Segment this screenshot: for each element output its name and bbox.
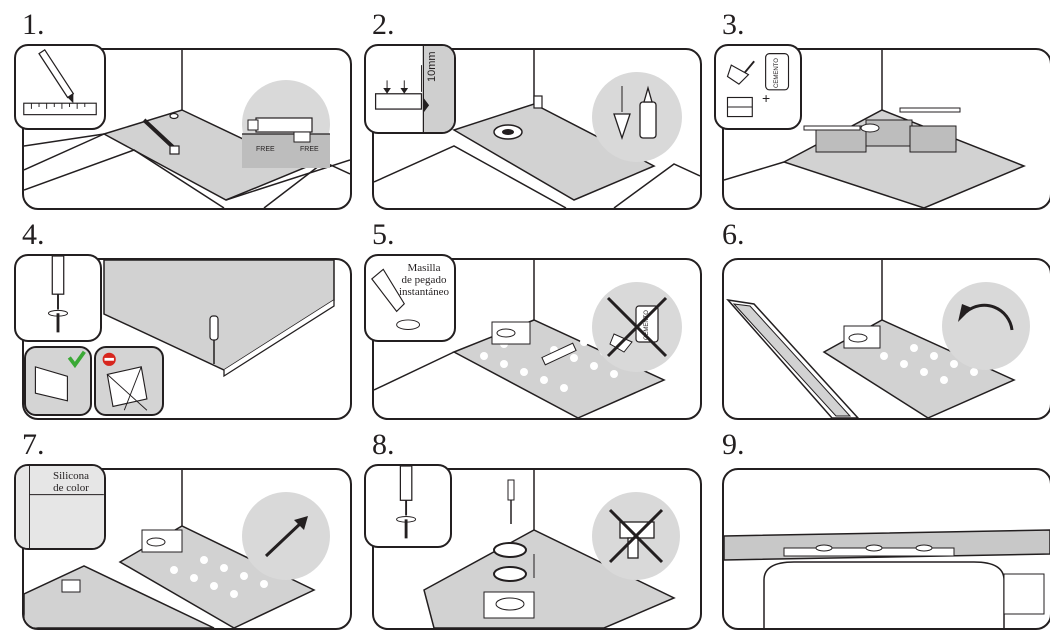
level-icon: [803, 107, 961, 131]
step-2: 2. 10mm: [364, 8, 702, 210]
no-cement-circle: CEMENTO: [592, 282, 682, 372]
step-5: 5. CEMENTO: [364, 218, 702, 420]
tools-circle: [592, 72, 682, 162]
step-number: 5.: [372, 218, 395, 251]
screw-inset: [364, 464, 452, 548]
step-4: 4.: [14, 218, 352, 420]
step-8: 8.: [364, 428, 702, 630]
screw-inset: [14, 254, 102, 342]
adhesive-dots-scene: [374, 260, 666, 418]
step-9: 9.: [722, 430, 1050, 630]
no-heat-circle: [592, 492, 680, 580]
screwdriver-icon: [209, 315, 219, 364]
trowel-icon: [726, 60, 755, 85]
silicone-inset: Silicona de color: [14, 464, 106, 550]
rotate-arrow-icon: [958, 303, 1014, 331]
materials-inset: CEMENTO +: [714, 44, 802, 130]
step-number: 8.: [372, 428, 395, 461]
screwdriver-icon: [507, 479, 515, 524]
step-panel: [722, 258, 1050, 420]
direction-circle: [242, 492, 330, 580]
step-number: 7.: [22, 428, 45, 461]
no-heat-gun-icon: [608, 508, 664, 564]
step-number: 9.: [722, 428, 745, 461]
step-number: 1.: [22, 8, 45, 41]
step-7: 7. Silicona de color: [14, 428, 352, 630]
cement-label: CEMENTO: [774, 58, 780, 88]
step-number: 2.: [372, 8, 395, 41]
drain-assembly-scene: [423, 470, 676, 628]
cement-label: CEMENTO: [644, 310, 650, 340]
rotate-circle: [942, 282, 1030, 370]
adhesive-label-1: Masilla: [407, 262, 441, 274]
checkmark-icon: [67, 350, 86, 369]
step-1: 1. FREE FREE: [14, 8, 352, 210]
adhesive-inset: Masilla de pegado instantáneo: [364, 254, 456, 342]
drain-icon: [493, 124, 523, 140]
tray-underside-scene: [103, 260, 335, 378]
brick-icon: [726, 96, 753, 118]
silicone-label-1: Silicona: [52, 470, 90, 482]
pencil-icon: [38, 48, 75, 104]
correct-example: [24, 346, 92, 416]
tray-placed-scene: [24, 470, 316, 628]
silicone-label-2: de color: [53, 482, 89, 494]
screwdriver-icon: [51, 256, 65, 310]
measure-inset: [14, 44, 106, 130]
adhesive-label-2: de pegado: [401, 274, 447, 286]
step-number: 4.: [22, 218, 45, 251]
free-label-left: FREE: [256, 146, 275, 153]
ruler-icon: [23, 102, 97, 116]
installed-section-scene: [724, 529, 1050, 628]
adhesive-label-3: instantáneo: [398, 286, 450, 298]
cement-bag-icon: [765, 53, 790, 91]
caulk-gun-icon: [541, 342, 577, 366]
step-3: 3. CEMENTO +: [714, 8, 1050, 210]
incorrect-example: [94, 346, 164, 416]
tray-flip-scene: [726, 260, 1016, 418]
brick-icon: [815, 119, 957, 153]
prohibited-icon: [102, 352, 116, 366]
diagonal-arrow-icon: [264, 516, 308, 558]
brick-base-scene: [724, 50, 1026, 208]
glue-bottle-icon: [639, 85, 657, 139]
plumb-bob-icon: [613, 86, 631, 141]
step-panel: [722, 468, 1050, 630]
free-label-right: FREE: [300, 146, 319, 153]
detail-circle: FREE FREE: [242, 80, 330, 168]
plus-sign: +: [762, 90, 771, 106]
step-6: 6.: [722, 220, 1050, 420]
room-floor-scene: [374, 50, 700, 208]
step-number: 6.: [722, 218, 745, 251]
step-panel: [372, 468, 702, 630]
screwdriver-icon: [399, 466, 413, 516]
gap-inset: 10mm: [364, 44, 456, 134]
step-number: 3.: [722, 8, 745, 41]
gap-label: 10mm: [426, 51, 438, 82]
